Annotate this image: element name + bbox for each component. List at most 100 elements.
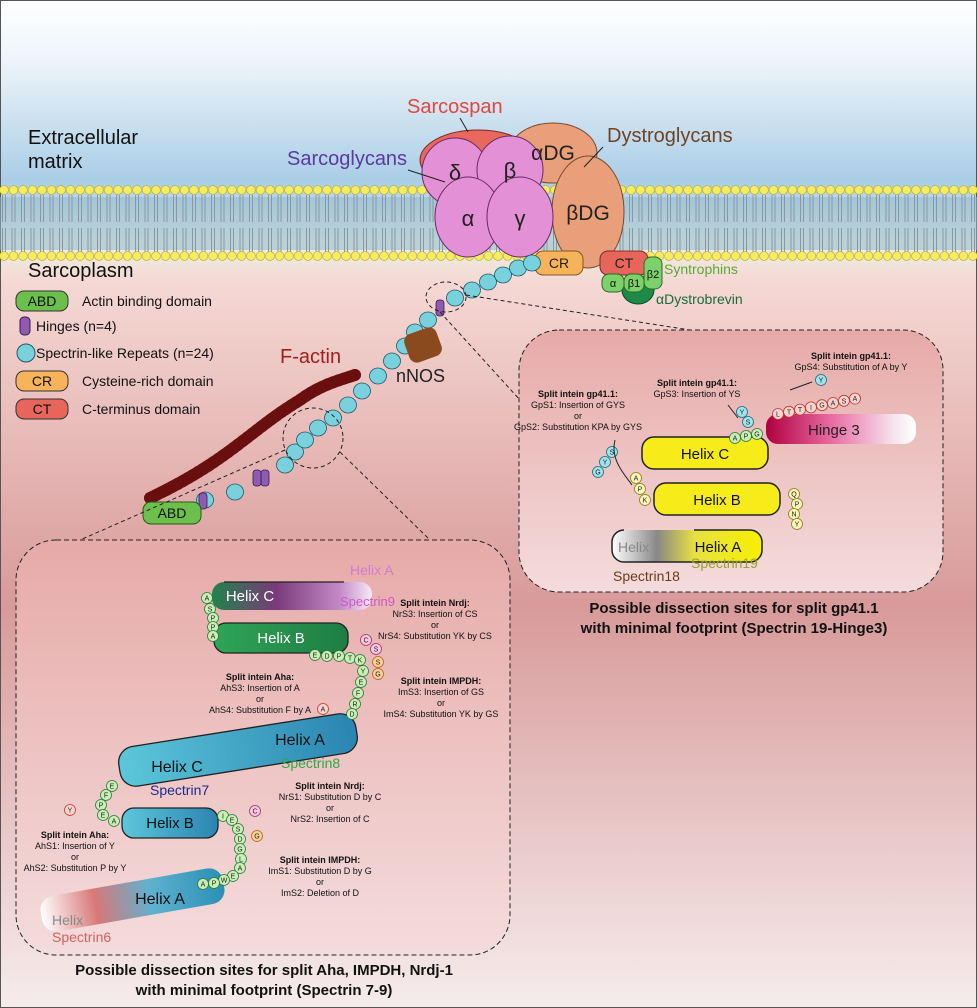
residue-bead: Q (788, 488, 800, 500)
svg-text:C: C (363, 638, 368, 645)
svg-text:A: A (201, 882, 206, 889)
syntrophins-label: Syntrophins (664, 261, 738, 277)
residue-bead: E (226, 814, 238, 826)
svg-text:Y: Y (603, 460, 608, 467)
svg-text:T: T (798, 407, 803, 414)
svg-text:A: A (112, 819, 117, 826)
matrix-label: matrix (28, 151, 82, 173)
residue-bead: C (360, 634, 372, 646)
ahs2-text: AhS2: Substitution P by Y (24, 863, 127, 873)
svg-text:G: G (375, 672, 380, 679)
nrdj-title: Split intein Nrdj: (400, 598, 470, 608)
svg-text:W: W (221, 878, 228, 885)
panel-aha-impdh-nrdj: Helix C Helix A Spectrin9 Helix B Split … (15, 539, 511, 999)
spectrin-repeat (383, 352, 401, 370)
gps-or: or (574, 411, 582, 421)
legend-text: Hinges (n=4) (36, 318, 117, 334)
legend-key: CT (33, 401, 52, 417)
svg-text:A: A (831, 401, 836, 408)
spectrin-repeat (523, 254, 541, 272)
helix-a-faded-label: Helix A (350, 562, 394, 578)
svg-text:P: P (99, 803, 104, 810)
residue-bead: G (816, 399, 828, 412)
extracellular-label: Extracellular (28, 127, 138, 149)
gp-caption-1: Possible dissection sites for split gp41… (589, 600, 878, 617)
or-a: or (431, 620, 439, 630)
svg-text:I: I (810, 405, 812, 412)
residue-bead: G (592, 466, 604, 478)
svg-text:P: P (744, 434, 749, 441)
residue-bead: Y (815, 374, 827, 386)
legend-key: CR (32, 373, 52, 389)
hinge3-bar (766, 414, 916, 444)
zoom-circle-hinge (425, 281, 467, 313)
residue-bead: S (606, 446, 618, 458)
svg-text:P: P (211, 625, 216, 632)
nrs1-text: NrS1: Substitution D by C (279, 792, 382, 802)
svg-text:Y: Y (795, 522, 800, 529)
residue-bead: N (788, 508, 800, 520)
residue-bead: A (201, 592, 213, 604)
svg-text:T: T (348, 656, 353, 663)
svg-text:Y: Y (819, 378, 824, 385)
svg-text:D: D (349, 712, 354, 719)
svg-text:A: A (853, 396, 858, 403)
legend-swatch (15, 290, 69, 312)
residue-bead: A (630, 472, 642, 484)
panel-gp41: Hinge 3 Helix C Helix B Helix Helix A Sp… (514, 329, 944, 637)
svg-text:E: E (101, 813, 106, 820)
spectrin9-label: Spectrin9 (340, 594, 395, 609)
svg-text:A: A (733, 436, 738, 443)
svg-text:G: G (819, 403, 824, 410)
spectrin7-label: Spectrin7 (150, 782, 209, 798)
residue-bead: K (639, 494, 651, 506)
gps4-title: Split intein gp41.1: (811, 351, 891, 361)
svg-text:D: D (237, 837, 242, 844)
residue-bead: E (309, 649, 321, 661)
svg-text:G: G (254, 834, 259, 841)
abd-label: ABD (158, 505, 187, 521)
svg-text:E: E (313, 653, 318, 660)
svg-text:Y: Y (68, 808, 73, 815)
legend-key: ABD (28, 293, 57, 309)
svg-text:S: S (746, 420, 751, 427)
legend-swatch (15, 398, 69, 420)
syntrophin-beta2 (643, 256, 663, 290)
spectrin-repeat (369, 367, 387, 385)
spectrin6-label: Spectrin6 (52, 929, 111, 945)
svg-text:G: G (754, 432, 759, 439)
residue-bead: L (772, 408, 784, 420)
helix-a-gp (612, 530, 762, 562)
residue-bead: G (251, 830, 263, 842)
sarcospan-label: Sarcospan (407, 96, 503, 118)
svg-text:P: P (337, 654, 342, 661)
svg-text:S: S (208, 607, 213, 614)
ims3-text: ImS3: Insertion of GS (398, 687, 484, 697)
residue-bead: C (249, 805, 261, 817)
residue-bead: R (349, 698, 361, 710)
helix-c-top-label: Helix C (226, 588, 275, 605)
residue-bead: P (95, 799, 107, 811)
residue-bead: Y (791, 518, 803, 530)
legend-text: C-terminus domain (82, 401, 200, 417)
svg-text:P: P (212, 881, 217, 888)
abd-domain (142, 501, 202, 525)
svg-text:L: L (776, 412, 780, 419)
spectrin8-label: Spectrin8 (281, 755, 340, 771)
residue-bead: G (751, 428, 763, 440)
residue-bead: F (100, 789, 112, 801)
svg-text:S: S (842, 398, 847, 405)
sarcoglycans-label: Sarcoglycans (287, 148, 407, 170)
svg-text:E: E (359, 680, 364, 687)
spectrin-repeat (463, 281, 481, 299)
residue-bead: S (232, 823, 244, 835)
spectrin18-label: Spectrin18 (613, 568, 680, 584)
residue-bead: Y (357, 665, 369, 677)
svg-text:C: C (252, 809, 257, 816)
aha-title2: Split intein Aha: (41, 830, 109, 840)
hinge3-label: Hinge 3 (808, 422, 860, 439)
svg-text:Y: Y (361, 669, 366, 676)
delta-label: δ (449, 160, 461, 185)
hinge (198, 492, 208, 510)
